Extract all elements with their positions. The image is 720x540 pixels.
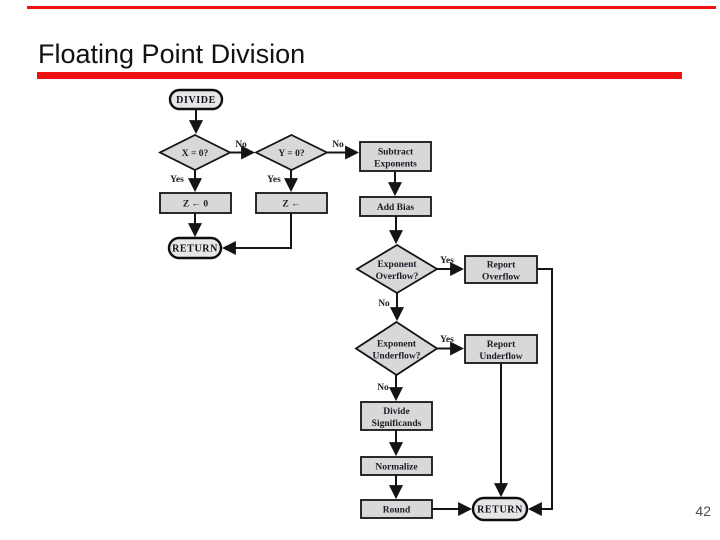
label-overflow-no: No	[378, 299, 390, 309]
node-decision-exponent-overflow-line1: Exponent	[377, 260, 417, 270]
node-round	[360, 499, 433, 519]
page-title: Floating Point Division	[38, 39, 306, 69]
node-report-underflow-line1: Report	[487, 340, 516, 350]
node-report-underflow-line2: Underflow	[479, 352, 522, 362]
node-round-label: Round	[383, 506, 411, 516]
node-start-divide-label: DIVIDE	[176, 95, 216, 106]
node-divide-significands-line1: Divide	[383, 407, 409, 417]
label-underflow-no: No	[377, 383, 389, 393]
node-report-overflow-line1: Report	[487, 261, 516, 271]
node-decision-x-zero-label: X = 0?	[182, 149, 209, 159]
node-report-overflow-line2: Overflow	[482, 273, 520, 283]
node-report-overflow	[464, 255, 538, 284]
flow-edges	[188, 109, 553, 516]
label-xtest-no: No	[235, 140, 247, 150]
edge-report-overflow-to-return	[527, 268, 553, 516]
node-add-bias-label: Add Bias	[377, 203, 415, 213]
node-z-assign-zero-label: Z ← 0	[183, 200, 209, 210]
node-divide-significands	[360, 401, 433, 431]
label-overflow-yes: Yes	[440, 256, 454, 266]
node-divide-significands-line2: Significands	[372, 419, 422, 429]
node-return-bottom	[471, 496, 529, 522]
node-subtract-exponents-line1: Subtract	[378, 148, 414, 158]
node-z-assign-zero	[159, 192, 232, 214]
label-ytest-no: No	[332, 140, 344, 150]
flow-nodes: DIVIDE X = 0? Y = 0? Subtract Exponents …	[157, 88, 538, 522]
node-subtract-exponents-line2: Exponents	[374, 160, 417, 170]
node-decision-exponent-underflow-line2: Underflow?	[372, 352, 420, 362]
node-decision-exponent-overflow-line2: Overflow?	[376, 272, 419, 282]
slide-top-accent-line	[27, 6, 716, 9]
edge-zresult-to-return-left	[221, 213, 292, 255]
label-ytest-yes: Yes	[267, 175, 281, 185]
node-z-assign-result	[255, 192, 328, 214]
node-decision-exponent-underflow-line1: Exponent	[377, 340, 417, 350]
slide-page-number: 42	[695, 503, 711, 519]
node-report-underflow	[464, 334, 538, 364]
node-return-left-label: RETURN	[172, 244, 218, 255]
node-decision-exponent-overflow	[355, 243, 439, 295]
node-decision-x-zero	[157, 133, 233, 172]
title-underline-bar	[37, 72, 682, 79]
flow-edge-labels: No No Yes Yes Yes No Yes No	[170, 140, 454, 393]
node-normalize-label: Normalize	[375, 463, 417, 473]
node-start-divide	[168, 88, 224, 111]
label-underflow-yes: Yes	[440, 335, 454, 345]
node-z-assign-result-label: Z ←	[282, 200, 300, 210]
node-return-left	[167, 236, 223, 260]
node-decision-exponent-underflow	[354, 320, 439, 377]
label-xtest-yes: Yes	[170, 175, 184, 185]
node-normalize	[360, 456, 433, 476]
node-return-bottom-label: RETURN	[477, 505, 523, 516]
node-add-bias	[359, 196, 432, 217]
node-subtract-exponents	[359, 141, 432, 172]
node-decision-y-zero-label: Y = 0?	[278, 149, 304, 159]
node-decision-y-zero	[253, 133, 330, 172]
